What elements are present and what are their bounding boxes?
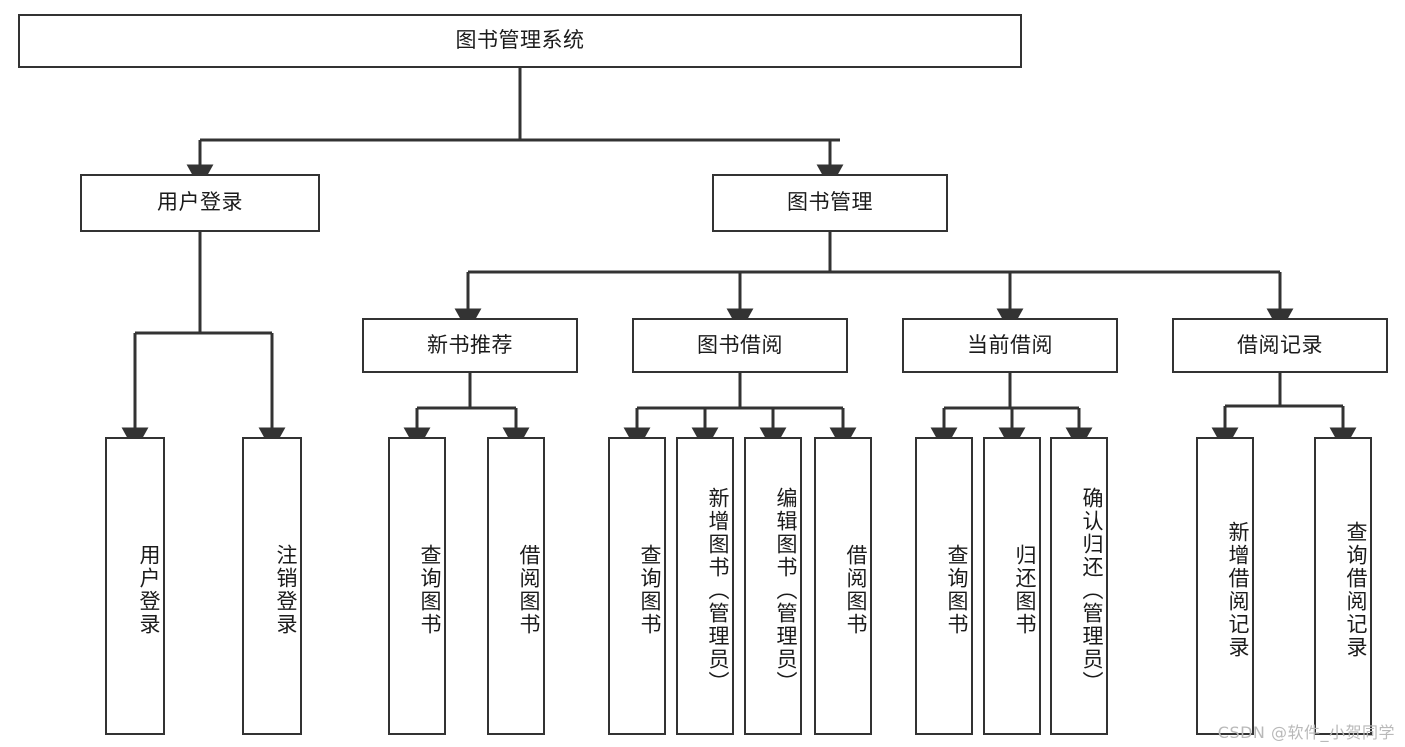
node-book-management[interactable]: 图书管理 bbox=[712, 174, 948, 232]
leaf-node-label: 查询图书 bbox=[418, 544, 442, 636]
leaf-node[interactable]: 借阅图书 bbox=[487, 437, 545, 735]
leaf-node-label: 确认归还（管理员） bbox=[1080, 486, 1104, 694]
node-borrow-records[interactable]: 借阅记录 bbox=[1172, 318, 1388, 373]
leaf-node[interactable]: 新增借阅记录 bbox=[1196, 437, 1254, 735]
leaf-node-label: 借阅图书 bbox=[844, 544, 868, 636]
leaf-node-label: 注销登录 bbox=[274, 544, 298, 636]
watermark: CSDN @软件_小贺同学 bbox=[1217, 723, 1395, 742]
node-book-borrow[interactable]: 图书借阅 bbox=[632, 318, 848, 373]
leaf-node-label: 查询图书 bbox=[945, 544, 969, 636]
leaf-node-label: 编辑图书（管理员） bbox=[774, 486, 798, 694]
leaf-node-label: 新增图书（管理员） bbox=[706, 486, 730, 694]
leaf-node-label: 用户登录 bbox=[137, 544, 161, 636]
leaf-node[interactable]: 查询图书 bbox=[915, 437, 973, 735]
leaf-node[interactable]: 编辑图书（管理员） bbox=[744, 437, 802, 735]
leaf-node-label: 查询图书 bbox=[638, 544, 662, 636]
leaf-node[interactable]: 注销登录 bbox=[242, 437, 302, 735]
leaf-node-label: 查询借阅记录 bbox=[1344, 521, 1368, 659]
leaf-node[interactable]: 查询图书 bbox=[608, 437, 666, 735]
node-current-borrow[interactable]: 当前借阅 bbox=[902, 318, 1118, 373]
leaf-node[interactable]: 归还图书 bbox=[983, 437, 1041, 735]
leaf-node[interactable]: 查询图书 bbox=[388, 437, 446, 735]
node-new-book-recommend[interactable]: 新书推荐 bbox=[362, 318, 578, 373]
leaf-node[interactable]: 新增图书（管理员） bbox=[676, 437, 734, 735]
leaf-node[interactable]: 查询借阅记录 bbox=[1314, 437, 1372, 735]
node-user-login[interactable]: 用户登录 bbox=[80, 174, 320, 232]
leaf-node-label: 借阅图书 bbox=[517, 544, 541, 636]
node-root[interactable]: 图书管理系统 bbox=[18, 14, 1022, 68]
leaf-node-label: 归还图书 bbox=[1013, 544, 1037, 636]
leaf-node[interactable]: 借阅图书 bbox=[814, 437, 872, 735]
leaf-node-label: 新增借阅记录 bbox=[1226, 521, 1250, 659]
leaf-node[interactable]: 确认归还（管理员） bbox=[1050, 437, 1108, 735]
leaf-node[interactable]: 用户登录 bbox=[105, 437, 165, 735]
